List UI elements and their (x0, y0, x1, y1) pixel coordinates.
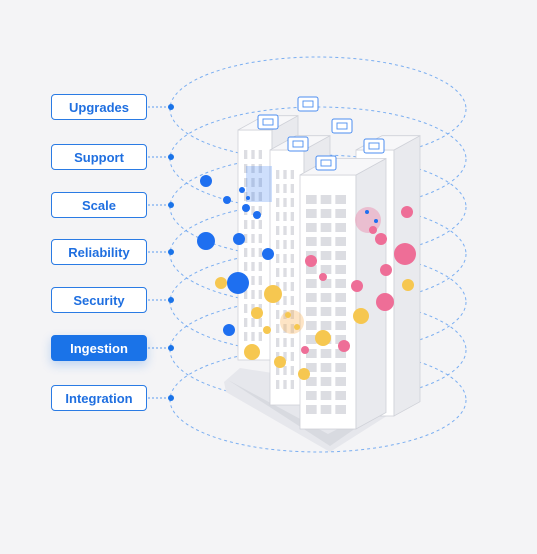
layer-label-scale[interactable]: Scale (51, 192, 147, 218)
blue-dot (374, 219, 378, 223)
pink-dot (375, 233, 387, 245)
blue-dot (197, 232, 215, 250)
yellow-dot (353, 308, 369, 324)
lock-icon (331, 118, 353, 134)
connector-dot-6 (168, 345, 174, 351)
blue-dot (223, 196, 231, 204)
connector-dot-5 (168, 297, 174, 303)
layer-label-reliability[interactable]: Reliability (51, 239, 147, 265)
pink-dot (301, 346, 309, 354)
pink-dot (351, 280, 363, 292)
layer-label-integration[interactable]: Integration (51, 385, 147, 411)
blue-dot (200, 175, 212, 187)
blue-dot (365, 210, 369, 214)
yellow-dot (251, 307, 263, 319)
pink-dot (305, 255, 317, 267)
chart-icon (315, 155, 337, 171)
connector-dot-4 (168, 249, 174, 255)
yellow-dot (298, 368, 310, 380)
data-dots (197, 175, 416, 380)
yellow-dot (263, 326, 271, 334)
blue-dot (246, 196, 250, 200)
blue-dot (242, 204, 250, 212)
layer-label-support[interactable]: Support (51, 144, 147, 170)
pink-dot (380, 264, 392, 276)
label-connectors (148, 104, 174, 401)
yellow-dot (215, 277, 227, 289)
blue-dot (227, 272, 249, 294)
pink-dot (401, 206, 413, 218)
monitor-icon (257, 114, 279, 130)
yellow-dot (244, 344, 260, 360)
yellow-dot (285, 312, 291, 318)
yellow-dot (264, 285, 282, 303)
pink-dot (338, 340, 350, 352)
pink-dot (319, 273, 327, 281)
yellow-dot (315, 330, 331, 346)
cards-icon (287, 136, 309, 152)
yellow-dot (402, 279, 414, 291)
blue-dot (262, 248, 274, 260)
connector-dot-2 (168, 154, 174, 160)
folder-icon (297, 96, 319, 112)
blue-dot (223, 324, 235, 336)
blue-glow (246, 166, 272, 202)
layer-label-ingestion[interactable]: Ingestion (51, 335, 147, 361)
connector-dot-7 (168, 395, 174, 401)
layer-label-security[interactable]: Security (51, 287, 147, 313)
layer-label-upgrades[interactable]: Upgrades (51, 94, 147, 120)
orange-glow (280, 310, 304, 334)
blue-dot (239, 187, 245, 193)
yellow-dot (274, 356, 286, 368)
yellow-dot (294, 324, 300, 330)
pink-dot (376, 293, 394, 311)
pink-dot (394, 243, 416, 265)
connector-dot-3 (168, 202, 174, 208)
blue-dot (253, 211, 261, 219)
connector-dot-1 (168, 104, 174, 110)
tower-column-front (299, 157, 387, 430)
blue-dot (233, 233, 245, 245)
pink-dot (369, 226, 377, 234)
coin-icon (363, 138, 385, 154)
